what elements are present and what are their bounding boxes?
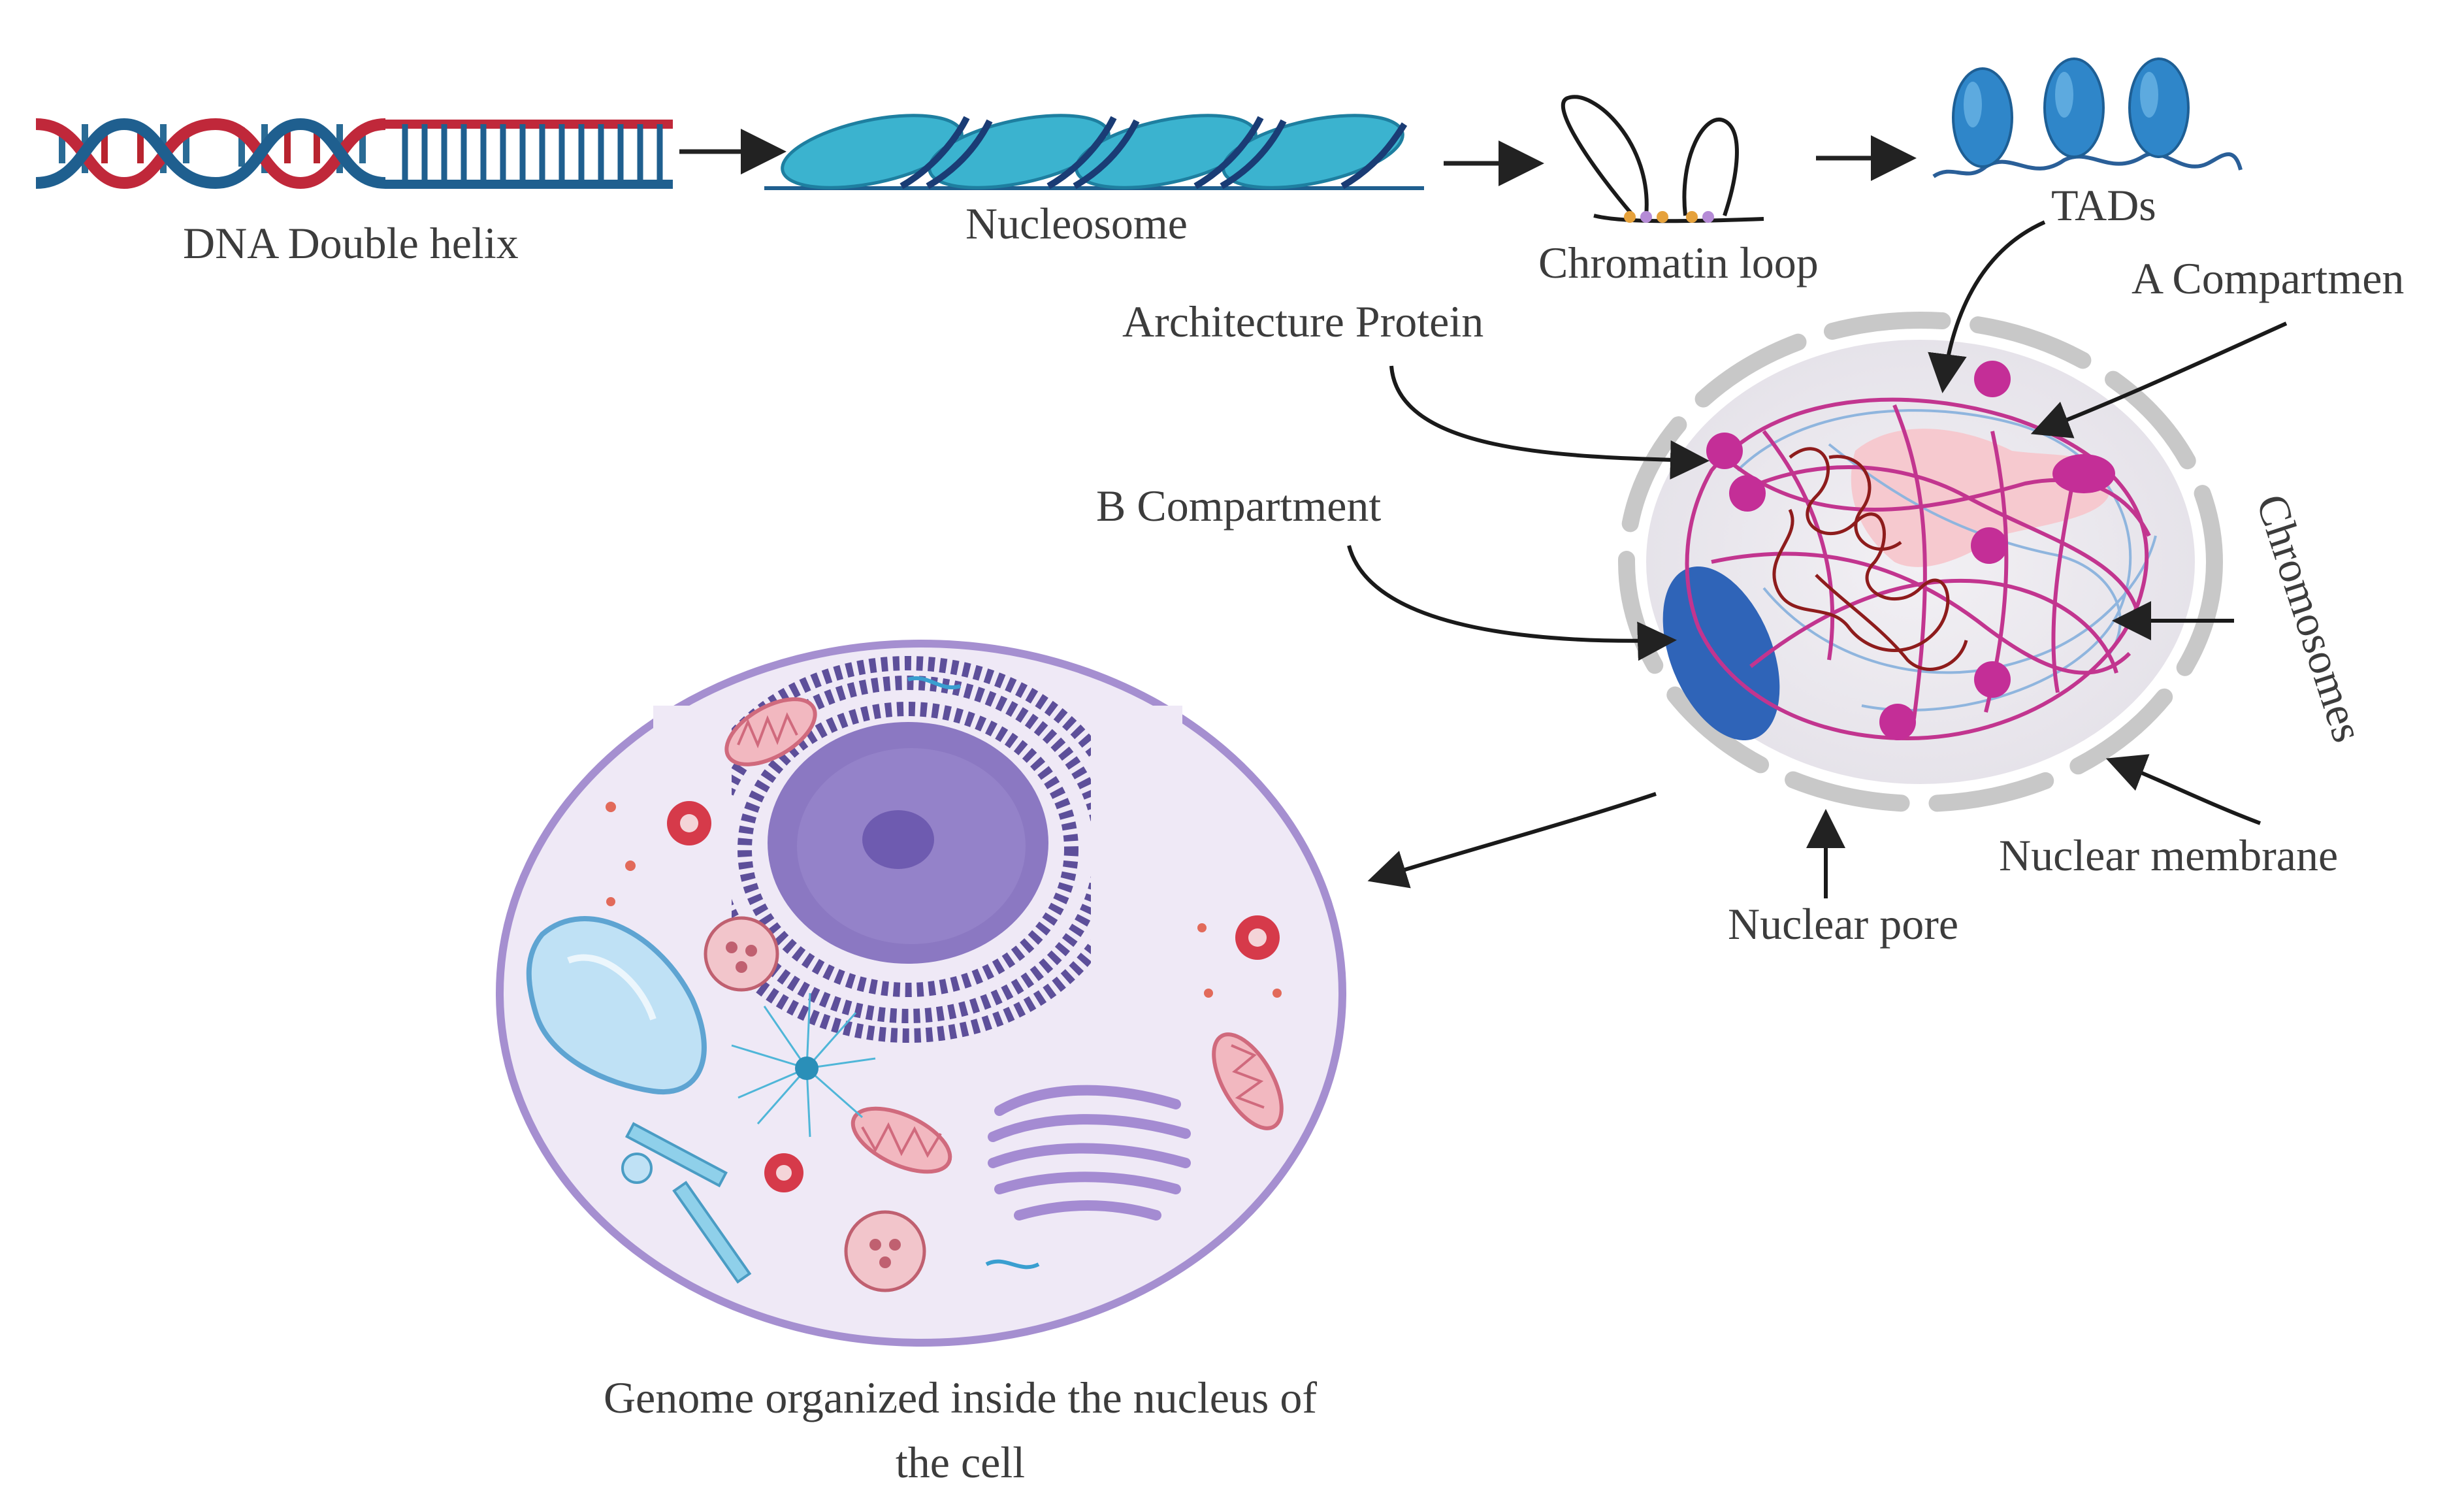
chromatin-loop-icon <box>1561 95 1764 223</box>
nuclear-pore-label: Nuclear pore <box>1728 899 1959 949</box>
caption-line-1: Genome organized inside the nucleus of <box>603 1373 1318 1422</box>
a-compartment-label: A Compartmen <box>2132 254 2405 303</box>
vesicles <box>704 916 926 1292</box>
mitochondria <box>724 697 1284 1174</box>
dna-double-helix-icon <box>35 118 673 189</box>
nucleosome-label: Nucleosome <box>965 199 1188 248</box>
b-compartment-label: B Compartment <box>1096 481 1382 531</box>
dna-double-helix-label: DNA Double helix <box>183 218 519 268</box>
figure-caption: Genome organized inside the nucleus of t… <box>470 1366 1450 1494</box>
tads-icon <box>1932 57 2243 178</box>
nucleosome-fiber-icon <box>764 114 1424 190</box>
golgi-apparatus <box>988 1085 1191 1221</box>
a-compartment-region <box>1851 429 2111 567</box>
architecture-proteins <box>1706 361 2115 740</box>
nuclear-membrane <box>1618 312 2223 812</box>
caption-line-2: the cell <box>895 1437 1026 1487</box>
nuclear-membrane-label: Nuclear membrane <box>1999 830 2339 880</box>
nucleolus <box>862 810 934 869</box>
chromosomes <box>1685 397 2151 741</box>
chromatin-loop-label: Chromatin loop <box>1538 238 1819 287</box>
tads-label: TADs <box>2051 180 2156 230</box>
label-arrows <box>1347 220 2288 898</box>
architecture-protein-label: Architecture Protein <box>1122 297 1484 346</box>
nucleus-detail <box>1618 312 2223 812</box>
cytoskeleton <box>624 1122 752 1284</box>
cell-illustration <box>496 640 1346 1347</box>
